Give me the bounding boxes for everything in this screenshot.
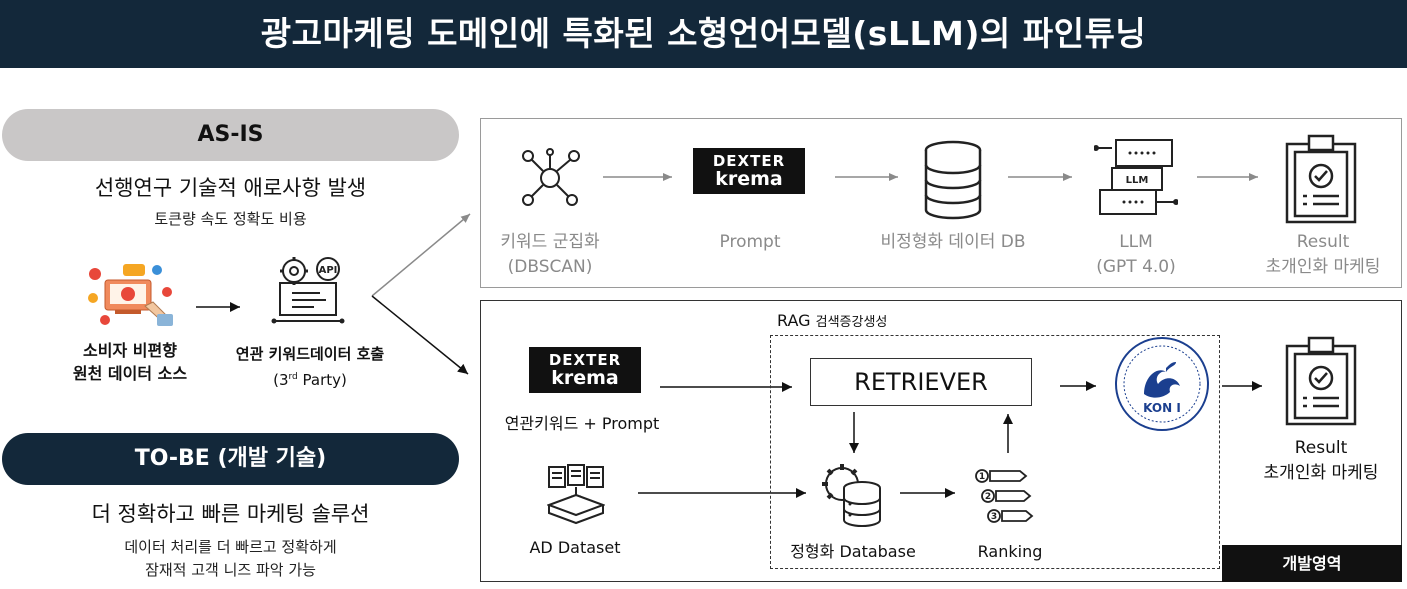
unstructured-db-label: 비정형화 데이터 DB bbox=[880, 232, 1026, 252]
koni-logo: KON I bbox=[1115, 337, 1209, 431]
tobe-flow-box bbox=[480, 300, 1402, 582]
keyword-prompt-label: 연관키워드 + Prompt bbox=[504, 414, 660, 433]
rank-mark-3: 3 bbox=[991, 512, 997, 522]
llm-chat-icon: LLM bbox=[1094, 139, 1178, 215]
ad-dataset-label: AD Dataset bbox=[529, 538, 621, 557]
result-label-top-1: Result bbox=[1296, 232, 1350, 252]
result-label-bottom-1: Result bbox=[1294, 438, 1348, 458]
dexter-krema-logo-bottom: DEXTER krema bbox=[529, 347, 641, 393]
keyword-cluster-label-2: (DBSCAN) bbox=[507, 257, 593, 277]
dexter-krema-logo-top: DEXTER krema bbox=[693, 148, 805, 194]
asis-headline: 선행연구 기술적 애로사항 발생 bbox=[94, 176, 367, 200]
retriever-box: RETRIEVER bbox=[810, 358, 1032, 406]
llm-badge: LLM bbox=[1126, 175, 1149, 186]
llm-label-2: (GPT 4.0) bbox=[1096, 257, 1176, 277]
rag-title: RAG bbox=[777, 311, 811, 330]
consumer-label-2: 원천 데이터 소스 bbox=[72, 364, 188, 383]
network-cluster-icon bbox=[522, 148, 580, 206]
rank-mark-1: 1 bbox=[979, 472, 985, 482]
rag-dashed-box bbox=[770, 335, 1220, 569]
asis-flow-box bbox=[480, 118, 1402, 288]
keyword-cluster-label-1: 키워드 군집화 bbox=[500, 232, 600, 252]
result-label-bottom-2: 초개인화 마케팅 bbox=[1263, 463, 1379, 483]
ad-dataset-icon bbox=[547, 464, 605, 525]
asis-pill: AS-IS bbox=[2, 109, 459, 161]
tobe-pill: TO-BE (개발 기술) bbox=[2, 433, 459, 485]
ranking-label: Ranking bbox=[977, 542, 1043, 561]
consumer-label-1: 소비자 비편향 bbox=[83, 341, 177, 360]
result-clipboard-icon-top bbox=[1285, 134, 1357, 224]
llm-label-1: LLM bbox=[1119, 232, 1153, 252]
social-media-illustration bbox=[88, 264, 173, 326]
result-clipboard-icon-bottom bbox=[1285, 336, 1357, 426]
rag-subtitle: 검색증강생성 bbox=[815, 315, 888, 330]
api-label-1: 연관 키워드데이터 호출 bbox=[235, 345, 385, 363]
krema-text-bottom: krema bbox=[551, 367, 619, 389]
rank-mark-2: 2 bbox=[985, 492, 991, 502]
page-title: 광고마케팅 도메인에 특화된 소형언어모델(sLLM)의 파인튜닝 bbox=[0, 0, 1407, 68]
tobe-headline: 더 정확하고 빠른 마케팅 솔루션 bbox=[91, 502, 370, 526]
asis-sub: 토큰량 속도 정확도 비용 bbox=[154, 210, 307, 228]
tobe-sub-1: 데이터 처리를 더 빠르고 정확하게 bbox=[124, 538, 337, 556]
api-label-pre: (3 bbox=[273, 371, 289, 389]
dev-area-badge: 개발영역 bbox=[1222, 545, 1402, 582]
api-label-2: (3rd Party) bbox=[215, 366, 405, 391]
structured-database-gear-icon bbox=[822, 464, 881, 527]
dexter-text: DEXTER bbox=[712, 152, 786, 170]
api-label-post: Party) bbox=[297, 371, 347, 389]
api-gear-icon: API bbox=[271, 257, 345, 324]
database-icon bbox=[924, 140, 982, 220]
dexter-text-bottom: DEXTER bbox=[548, 351, 622, 369]
api-badge: API bbox=[319, 265, 338, 276]
api-label-sup: rd bbox=[288, 372, 298, 382]
tobe-sub-2: 잠재적 고객 니즈 파악 가능 bbox=[145, 561, 316, 579]
rag-label: RAG 검색증강생성 bbox=[777, 311, 887, 330]
ranking-list-icon: 1 2 3 bbox=[975, 469, 1034, 523]
structured-database-label: 정형화 Database bbox=[790, 542, 916, 561]
prompt-label: Prompt bbox=[719, 232, 781, 252]
koni-text: KON I bbox=[1143, 401, 1181, 415]
result-label-top-2: 초개인화 마케팅 bbox=[1265, 257, 1381, 277]
krema-text: krema bbox=[715, 168, 783, 190]
